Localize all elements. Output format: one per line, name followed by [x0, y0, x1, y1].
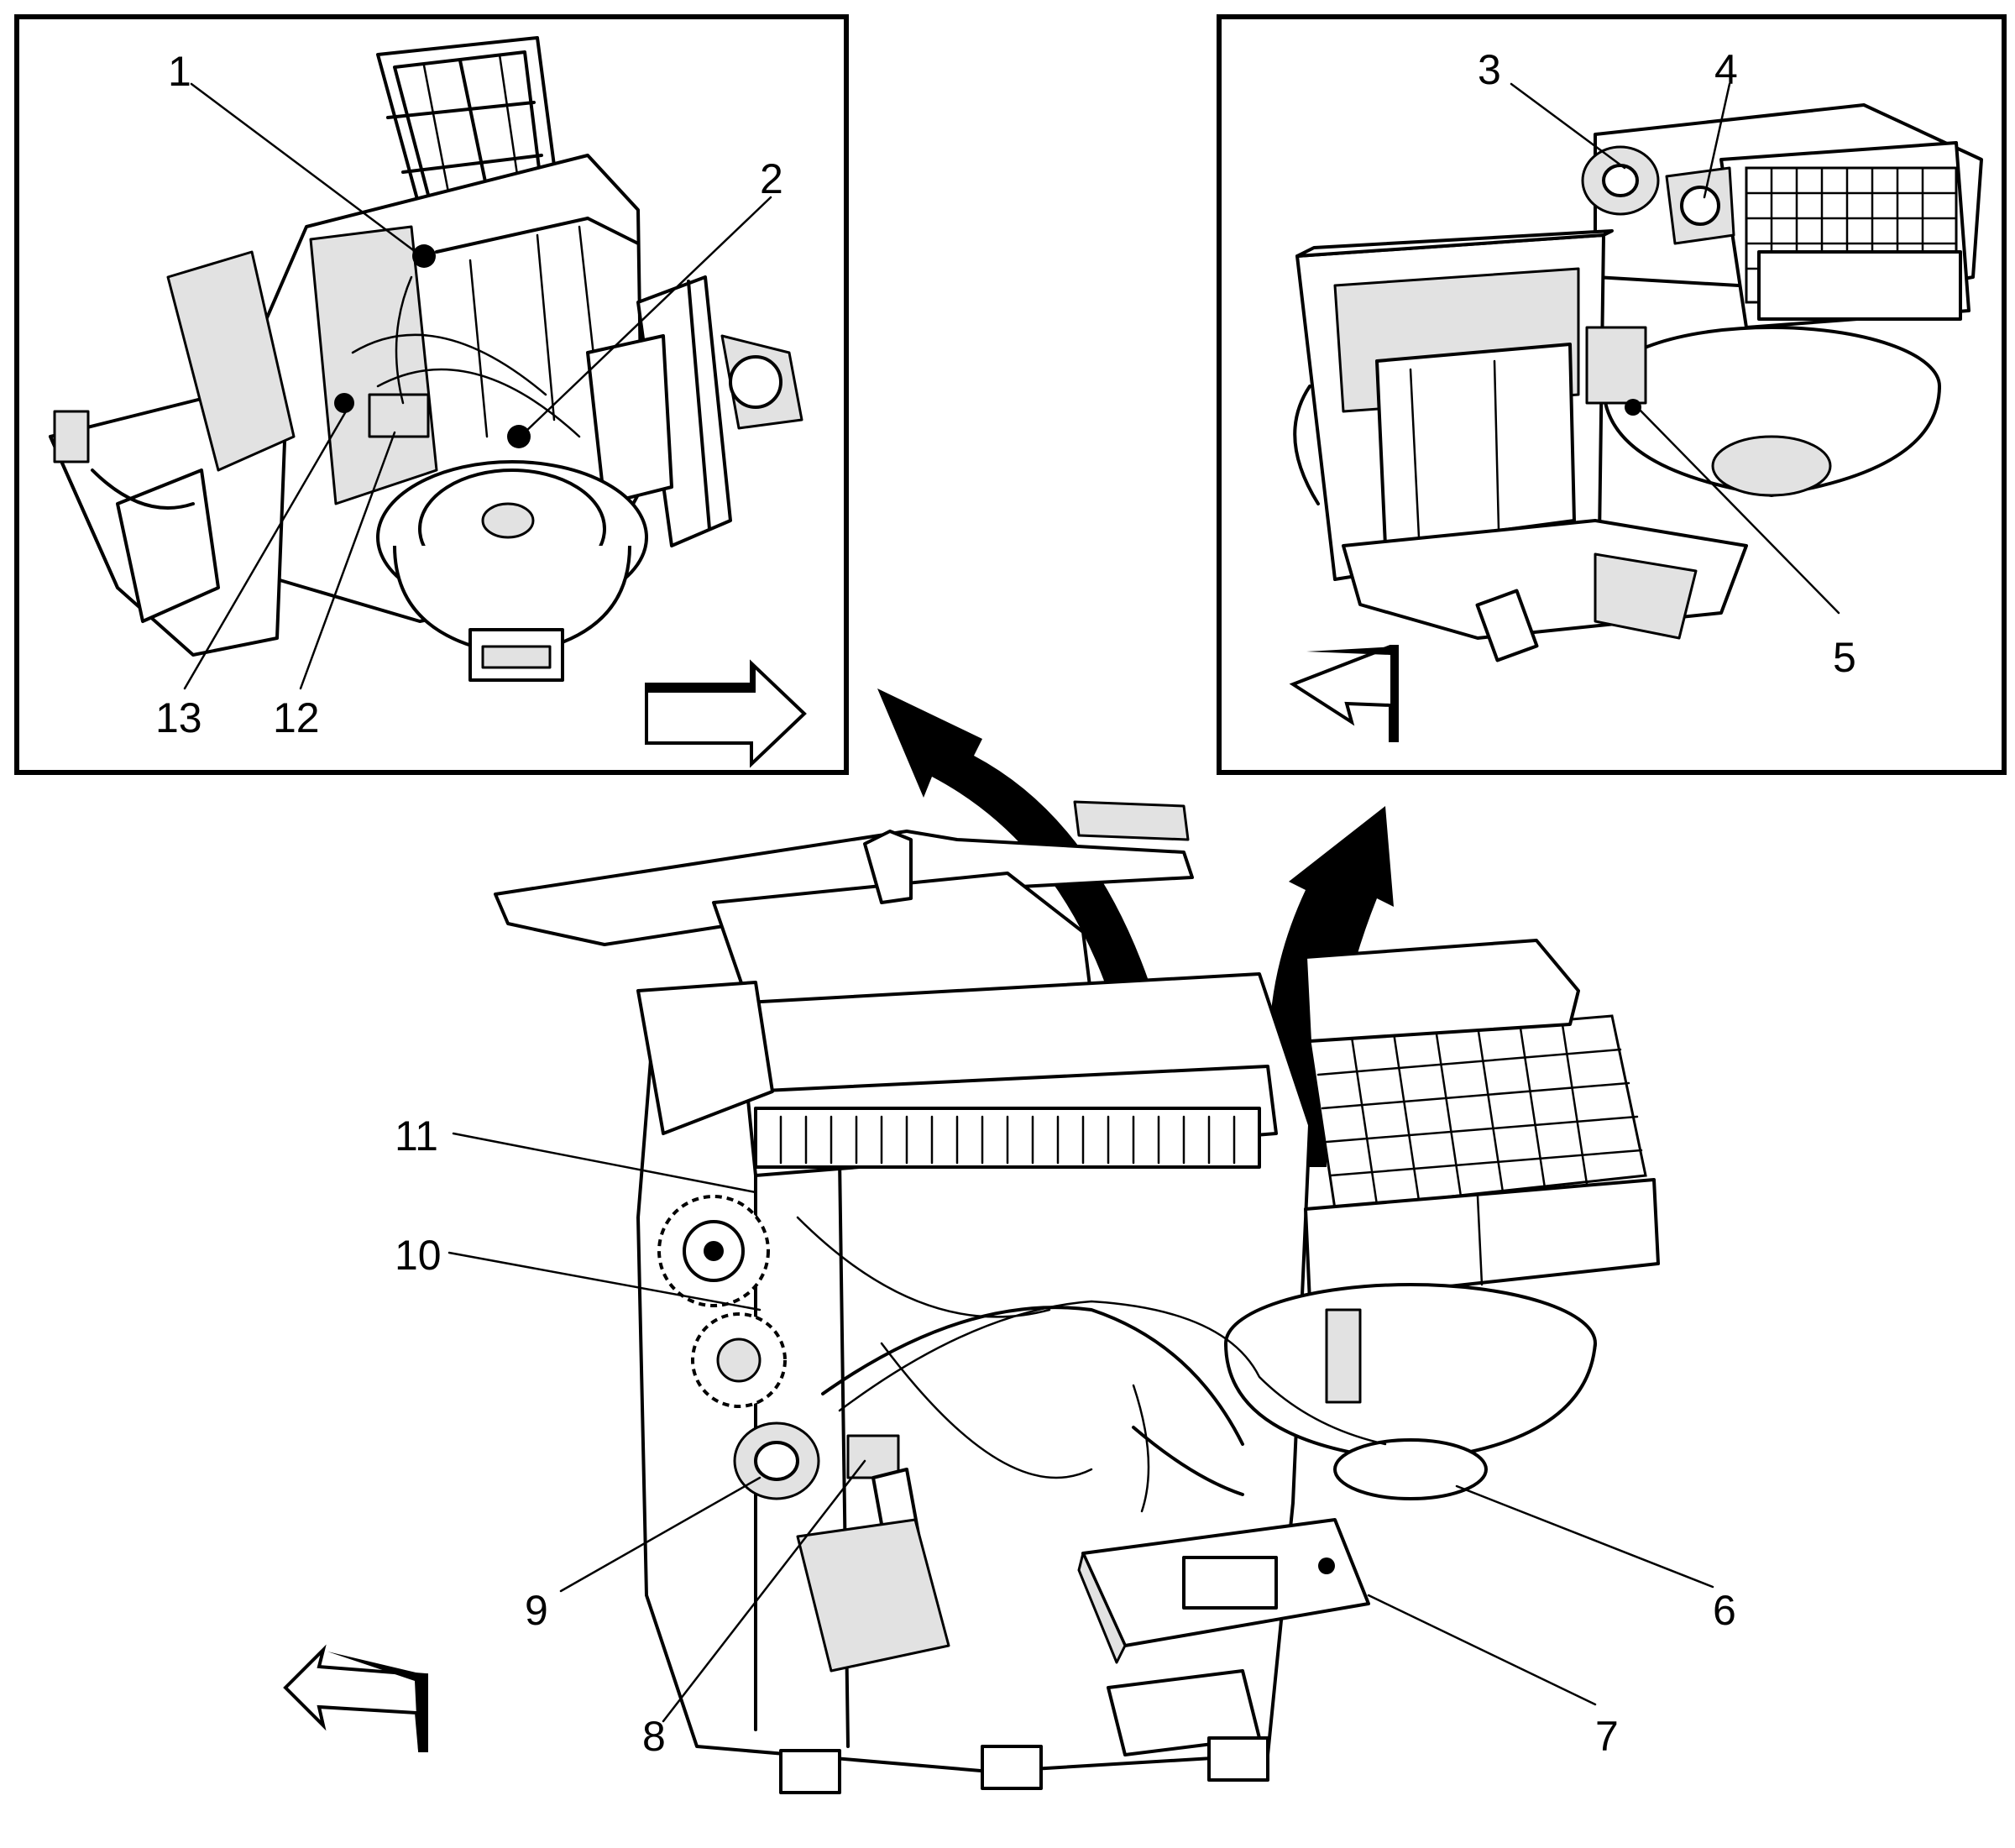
gear-wheel: [657, 1195, 787, 1408]
callout-9: 9: [525, 1587, 548, 1634]
callout-4: 4: [1714, 46, 1738, 93]
top-ribs: [754, 1107, 1261, 1169]
callout-11: 11: [395, 1112, 438, 1160]
evaporator-core: [1304, 939, 1660, 1303]
main-hvac-assembly: [283, 800, 1714, 1794]
expand-arrow-left: [877, 688, 1171, 1066]
left-actuators: [334, 244, 531, 448]
callout-labels: 1 2 13 12 3 4 5 11 10 9 8 6 7: [155, 46, 1856, 1760]
lower-outlets: [779, 1518, 1269, 1794]
base-tray: [1342, 519, 1748, 662]
control-module: [1077, 1518, 1370, 1664]
callout-5: 5: [1833, 634, 1856, 681]
blower-motor: [376, 460, 648, 682]
direction-arrow-left-main: [283, 1644, 428, 1752]
upper-housing: [1594, 103, 1983, 329]
callout-10: 10: [395, 1232, 442, 1279]
direction-arrow-left-inset: [1289, 645, 1399, 742]
left-duct: [49, 250, 296, 657]
callout-13: 13: [155, 694, 202, 741]
left-inset-view: [14, 14, 849, 775]
callout-1: 1: [168, 48, 191, 95]
blower-control-module: [1585, 326, 1647, 416]
blower-housing: [1602, 326, 1941, 497]
right-inset-view: [1217, 14, 2007, 775]
callout-12: 12: [273, 694, 320, 741]
direction-arrow-right: [645, 659, 807, 768]
callout-2: 2: [760, 155, 783, 202]
mode-actuators: [1581, 145, 1735, 245]
callout-6: 6: [1713, 1587, 1736, 1634]
main-blower: [1224, 1283, 1597, 1500]
right-side-parts: [586, 275, 803, 547]
callout-3: 3: [1478, 46, 1501, 93]
callout-7: 7: [1595, 1713, 1619, 1760]
callout-8: 8: [642, 1713, 666, 1760]
